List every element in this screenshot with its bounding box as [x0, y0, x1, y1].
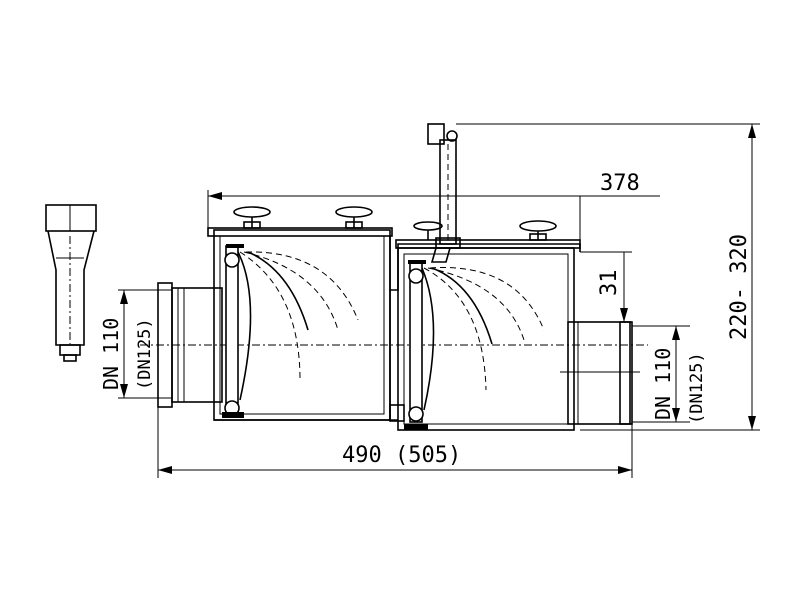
dim-outlet-dn-alt: (DN125) [687, 352, 707, 424]
dim-outlet-dn: DN 110 [651, 348, 675, 420]
lid-knobs [233, 206, 557, 241]
dim-inlet-dn-alt: (DN125) [135, 318, 155, 390]
flap-left [222, 244, 359, 418]
dim-offset: 31 [597, 270, 622, 297]
dim-top-length: 378 [600, 171, 640, 196]
dim-height-range: 220- 320 [727, 234, 752, 340]
dim-overall-length: 490 (505) [342, 443, 461, 468]
valve-body [157, 227, 633, 431]
extension-piece-drawing [45, 204, 97, 362]
dim-inlet-dn: DN 110 [99, 318, 123, 390]
manual-lever [427, 123, 461, 263]
flap-right [404, 260, 545, 430]
dimension-lines [118, 123, 760, 478]
